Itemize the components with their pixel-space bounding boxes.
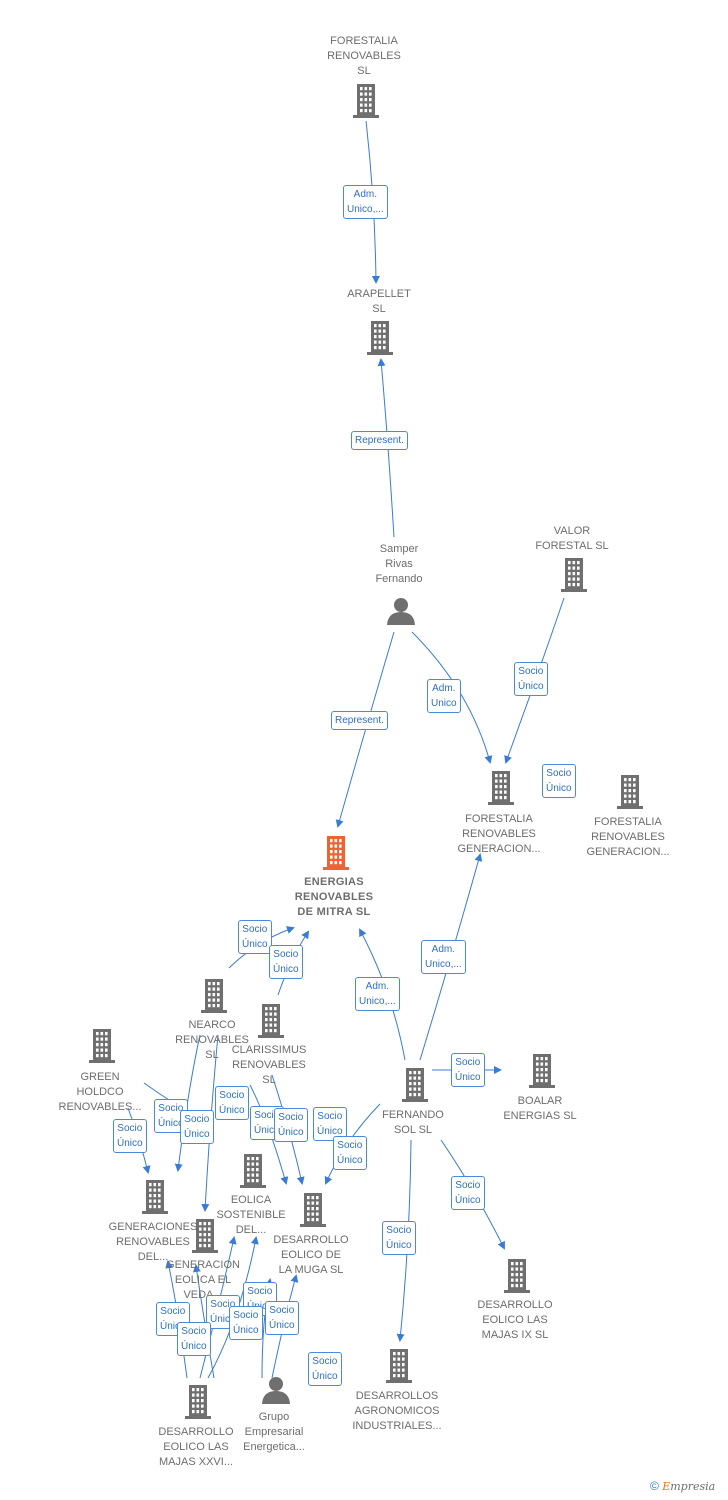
node-label[interactable]: ARAPELLET SL (347, 288, 411, 315)
relation-badge[interactable]: Socio Único (269, 945, 303, 979)
relation-badge[interactable]: Socio Único (229, 1306, 263, 1340)
building-icon[interactable] (300, 1193, 326, 1227)
building-icon[interactable] (89, 1029, 115, 1063)
node-label[interactable]: FORESTALIA RENOVABLES GENERACION... (457, 813, 541, 855)
person-icon[interactable] (387, 598, 415, 625)
building-icon[interactable] (185, 1385, 211, 1419)
relation-badge[interactable]: Socio Único (382, 1221, 416, 1255)
relation-badge[interactable]: Adm. Unico,... (421, 940, 466, 974)
building-icon[interactable] (142, 1180, 168, 1214)
building-icon[interactable] (201, 979, 227, 1013)
building-icon[interactable] (529, 1054, 555, 1088)
node-label[interactable]: VALOR FORESTAL SL (535, 525, 609, 552)
relation-badge[interactable]: Adm. Unico,... (343, 185, 388, 219)
node-label[interactable]: Grupo Empresarial Energetica... (243, 1411, 305, 1453)
node-label[interactable]: DESARROLLO EOLICO LAS MAJAS XXVI... (158, 1426, 234, 1468)
footer-brand: © Empresia (650, 1479, 715, 1493)
building-icon[interactable] (323, 836, 349, 870)
relation-badge[interactable]: Socio Único (177, 1322, 211, 1356)
relation-badge[interactable]: Socio Único (274, 1108, 308, 1142)
relation-badge[interactable]: Socio Único (215, 1086, 249, 1120)
node-label[interactable]: DESARROLLOS AGRONOMICOS INDUSTRIALES... (352, 1390, 442, 1432)
relation-badge[interactable]: Socio Único (333, 1136, 367, 1170)
relation-badge[interactable]: Socio Único (113, 1119, 147, 1153)
relation-badge[interactable]: Socio Único (308, 1352, 342, 1386)
node-label[interactable]: EOLICA SOSTENIBLE DEL... (216, 1194, 286, 1236)
relation-badge[interactable]: Socio Único (180, 1110, 214, 1144)
relation-badge[interactable]: Represent. (331, 711, 388, 730)
building-icon[interactable] (561, 558, 587, 592)
node-label[interactable]: FORESTALIA RENOVABLES GENERACION... (586, 816, 670, 858)
relation-badge[interactable]: Adm. Unico (427, 679, 461, 713)
building-icon[interactable] (402, 1068, 428, 1102)
node-label[interactable]: GREEN HOLDCO RENOVABLES... (58, 1071, 142, 1113)
relation-badge[interactable]: Socio Único (451, 1053, 485, 1087)
brand-logo-rest: mpresia (670, 1480, 716, 1493)
relation-badge[interactable]: Adm. Unico,... (355, 977, 400, 1011)
building-icon[interactable] (386, 1349, 412, 1383)
node-label[interactable]: NEARCO RENOVABLES SL (175, 1019, 249, 1061)
relation-badge[interactable]: Represent. (351, 431, 408, 450)
brand-logo: Empresia (662, 1480, 715, 1493)
building-icon[interactable] (504, 1259, 530, 1293)
building-icon[interactable] (240, 1154, 266, 1188)
building-icon[interactable] (367, 321, 393, 355)
building-icon[interactable] (258, 1004, 284, 1038)
relation-badge[interactable]: Socio Único (542, 764, 576, 798)
building-icon[interactable] (192, 1219, 218, 1253)
node-label[interactable]: Samper Rivas Fernando (375, 543, 423, 585)
brand-logo-initial: E (662, 1480, 671, 1493)
relation-badge[interactable]: Socio Único (514, 662, 548, 696)
node-label[interactable]: FORESTALIA RENOVABLES SL (327, 35, 401, 77)
copyright-symbol: © (650, 1479, 659, 1493)
person-icon[interactable] (262, 1377, 290, 1404)
node-label[interactable]: ENERGIAS RENOVABLES DE MITRA SL (294, 876, 374, 918)
relation-badge[interactable]: Socio Único (313, 1107, 347, 1141)
node-label[interactable]: BOALAR ENERGIAS SL (503, 1095, 577, 1122)
node-label[interactable]: DESARROLLO EOLICO LAS MAJAS IX SL (477, 1299, 553, 1341)
node-label[interactable]: GENERACIONES RENOVABLES DEL... (108, 1221, 198, 1263)
relation-edge (174, 1034, 201, 1172)
building-icon[interactable] (353, 84, 379, 118)
node-label[interactable]: CLARISSIMUS RENOVABLES SL (231, 1044, 307, 1086)
building-icon[interactable] (488, 771, 514, 805)
node-label[interactable]: FERNANDO SOL SL (382, 1109, 444, 1136)
relation-badge[interactable]: Socio Único (451, 1176, 485, 1210)
relation-edge (192, 1264, 215, 1379)
relation-badge[interactable]: Socio Único (238, 920, 272, 954)
icon-layer (89, 84, 643, 1419)
building-icon[interactable] (617, 775, 643, 809)
relation-badge[interactable]: Socio Único (265, 1301, 299, 1335)
node-label[interactable]: DESARROLLO EOLICO DE LA MUGA SL (273, 1234, 349, 1276)
